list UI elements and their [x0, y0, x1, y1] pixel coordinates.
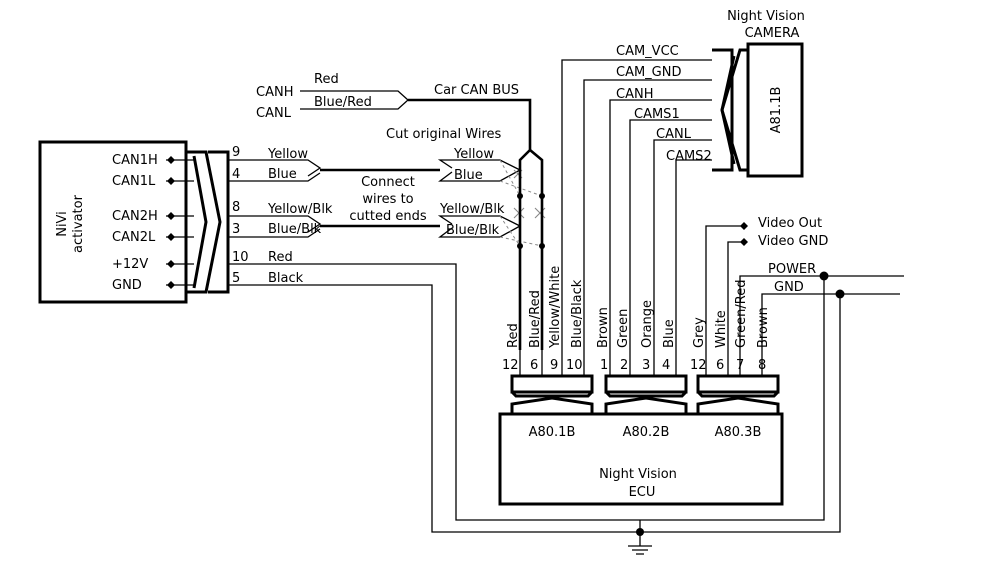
- ecu-connector-a80-3b: A80.3B: [715, 425, 762, 440]
- ecu-pin-num-4: 10: [566, 358, 583, 373]
- harness-pin-8: 8: [232, 200, 240, 215]
- ecu-pin-color-9: Grey: [692, 317, 707, 348]
- camera-signal-cam-gnd: CAM_GND: [616, 65, 682, 80]
- ecu-pin-num-2: 6: [530, 358, 538, 373]
- nivi-pin-can1h: CAN1H: [112, 153, 158, 168]
- camera-signal-cams2: CAMS2: [666, 149, 712, 164]
- ecu-pin-num-7: 3: [642, 358, 650, 373]
- ecu-pin-num-8: 4: [662, 358, 670, 373]
- ecu-pin-color-6: Green: [616, 309, 631, 348]
- car-side-blue-blk: Blue/Blk: [446, 223, 500, 238]
- harness-color-red: Red: [268, 250, 293, 265]
- harness-color-blue: Blue: [268, 167, 297, 182]
- harness-color-yellow: Yellow: [267, 147, 308, 162]
- ecu-pin-color-2: Blue/Red: [528, 290, 543, 348]
- can-canh-label: CANH: [256, 85, 293, 100]
- ecu-pin-color-1: Red: [506, 323, 521, 348]
- ground-symbol: [628, 520, 652, 555]
- ecu-pin-color-8: Blue: [662, 319, 677, 348]
- nivi-pin-can1l: CAN1L: [112, 174, 156, 189]
- harness-wires: [228, 159, 640, 533]
- video-gnd-label: Video GND: [758, 234, 828, 249]
- camera-subtitle: CAMERA: [745, 26, 800, 41]
- ecu-pin-color-5: Brown: [596, 307, 611, 348]
- pair-connections: [320, 168, 440, 228]
- harness-pin-3: 3: [232, 222, 240, 237]
- cut-note: Cut original Wires: [386, 127, 502, 142]
- camera-signal-canh: CANH: [616, 87, 653, 102]
- power-label: POWER: [768, 262, 816, 277]
- ecu-pin-num-12: 8: [758, 358, 766, 373]
- ecu-subtitle: ECU: [629, 485, 656, 500]
- camera-signal-canl: CANL: [656, 127, 692, 142]
- ecu-pin-color-4: Blue/Black: [570, 279, 585, 348]
- ecu-pin-labels: Red 12 Blue/Red 6 Yellow/White 9 Blue/Bl…: [502, 266, 771, 373]
- camera-signal-wires: [561, 59, 712, 350]
- nivi-pin-terminals: [166, 156, 194, 289]
- can-junctions: [517, 193, 545, 249]
- harness-pin-10: 10: [232, 250, 249, 265]
- ecu-title: Night Vision: [599, 467, 677, 482]
- connect-note-line3: cutted ends: [349, 209, 426, 224]
- nivi-pin-can2l: CAN2L: [112, 230, 156, 245]
- ecu-pin-color-7: Orange: [640, 300, 655, 348]
- can-canl-color: Blue/Red: [314, 95, 372, 110]
- can-canl-label: CANL: [256, 106, 292, 121]
- can-canh-color: Red: [314, 72, 339, 87]
- harness-pin-5: 5: [232, 271, 240, 286]
- can-bus-input: [300, 90, 544, 350]
- nivi-activator-box: [38, 140, 188, 304]
- car-side-yellow: Yellow: [453, 147, 494, 162]
- harness-color-blue-blk: Blue/Blk: [268, 222, 322, 237]
- car-side-yellow-blk: Yellow/Blk: [439, 202, 505, 217]
- power-gnd-label: GND: [774, 280, 804, 295]
- harness-pin-9: 9: [232, 145, 240, 160]
- cut-markers: [499, 159, 546, 247]
- video-wires: [705, 222, 748, 350]
- nivi-subtitle: activator: [71, 194, 86, 253]
- ecu-pin-color-12: Brown: [756, 307, 771, 348]
- harness-pin-4: 4: [232, 167, 240, 182]
- connect-note-line1: Connect: [361, 175, 415, 190]
- nivi-pin-12v: +12V: [112, 257, 148, 272]
- nivi-pin-can2h: CAN2H: [112, 209, 158, 224]
- nivi-pin-gnd: GND: [112, 278, 142, 293]
- ecu-pin-num-6: 2: [620, 358, 628, 373]
- ecu-pin-num-1: 12: [502, 358, 519, 373]
- camera-title: Night Vision: [727, 9, 805, 24]
- power-wires: [640, 271, 904, 533]
- can-bus-title: Car CAN BUS: [434, 83, 519, 98]
- ecu-pin-color-3: Yellow/White: [548, 266, 563, 349]
- camera-signal-cam-vcc: CAM_VCC: [616, 44, 679, 59]
- camera-connector: [712, 48, 748, 172]
- ecu-pin-color-10: White: [714, 310, 729, 348]
- camera-connector-label: A81.1B: [769, 87, 784, 134]
- harness-color-yellow-blk: Yellow/Blk: [267, 202, 333, 217]
- ecu-connectors: [510, 374, 780, 414]
- ecu-box: [498, 412, 784, 506]
- harness-color-black: Black: [268, 271, 304, 286]
- ecu-pin-stubs: [519, 350, 763, 376]
- ecu-connector-a80-2b: A80.2B: [623, 425, 670, 440]
- camera-signal-cams1: CAMS1: [634, 107, 680, 122]
- camera-box: [746, 42, 804, 178]
- ecu-pin-num-3: 9: [550, 358, 558, 373]
- ecu-pin-color-11: Green/Red: [734, 280, 749, 348]
- nivi-connector: [186, 150, 230, 294]
- ecu-pin-num-9: 12: [690, 358, 707, 373]
- ecu-pin-num-11: 7: [736, 358, 744, 373]
- video-out-label: Video Out: [758, 216, 822, 231]
- nivi-title: NiVi: [55, 211, 70, 237]
- car-side-blue: Blue: [454, 168, 483, 183]
- ecu-pin-num-5: 1: [600, 358, 608, 373]
- ecu-connector-a80-1b: A80.1B: [529, 425, 576, 440]
- ecu-pin-num-10: 6: [716, 358, 724, 373]
- connect-note-line2: wires to: [362, 192, 413, 207]
